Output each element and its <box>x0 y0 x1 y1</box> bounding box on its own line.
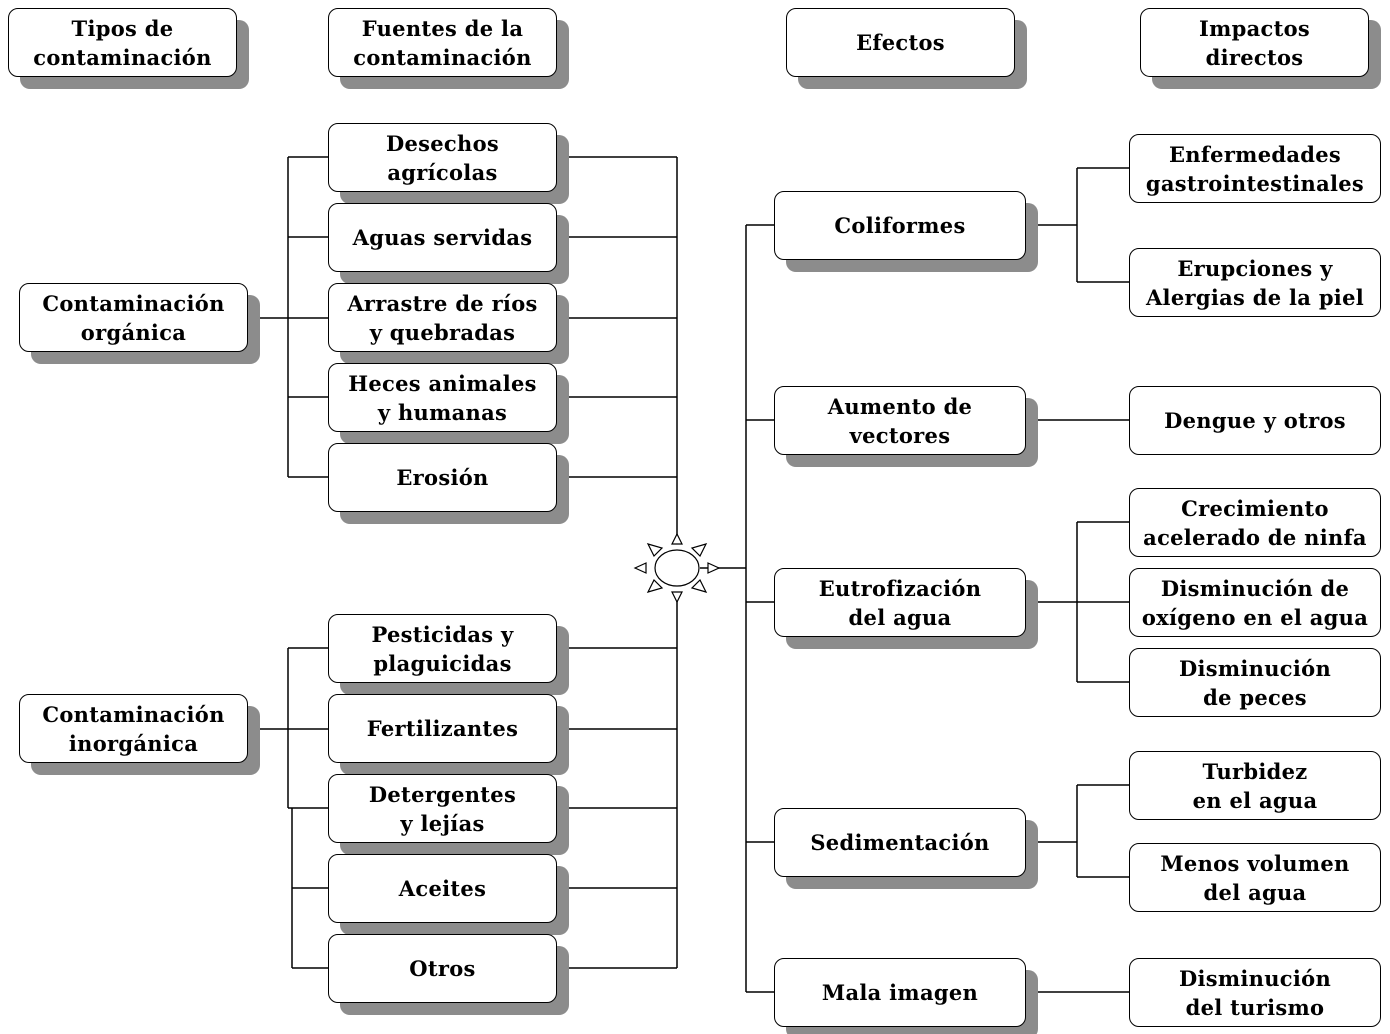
node-fuente-detergentes: Detergentes y lejías <box>328 774 557 843</box>
node-fuente-arrastre-rios: Arrastre de ríos y quebradas <box>328 283 557 352</box>
node-fuente-erosion: Erosión <box>328 443 557 512</box>
node-impacto-crecimiento-ninfa: Crecimiento acelerado de ninfa <box>1129 488 1381 557</box>
node-fuente-heces: Heces animales y humanas <box>328 363 557 432</box>
node-contaminacion-inorganica: Contaminación inorgánica <box>19 694 248 763</box>
node-efecto-mala-imagen: Mala imagen <box>774 958 1026 1027</box>
header-fuentes: Fuentes de la contaminación <box>328 8 557 77</box>
node-fuente-desechos-agricolas: Desechos agrícolas <box>328 123 557 192</box>
node-fuente-fertilizantes: Fertilizantes <box>328 694 557 763</box>
node-impacto-erupciones: Erupciones y Alergias de la piel <box>1129 248 1381 317</box>
node-efecto-coliformes: Coliformes <box>774 191 1026 260</box>
node-impacto-enfermedades: Enfermedades gastrointestinales <box>1129 134 1381 203</box>
node-contaminacion-organica: Contaminación orgánica <box>19 283 248 352</box>
node-impacto-disminucion-turismo: Disminución del turismo <box>1129 958 1381 1027</box>
node-fuente-aguas-servidas: Aguas servidas <box>328 203 557 272</box>
node-fuente-aceites: Aceites <box>328 854 557 923</box>
node-fuente-pesticidas: Pesticidas y plaguicidas <box>328 614 557 683</box>
node-impacto-disminucion-peces: Disminución de peces <box>1129 648 1381 717</box>
node-efecto-sedimentacion: Sedimentación <box>774 808 1026 877</box>
header-tipos: Tipos de contaminación <box>8 8 237 77</box>
node-efecto-eutrofizacion: Eutrofización del agua <box>774 568 1026 637</box>
node-efecto-aumento-vectores: Aumento de vectores <box>774 386 1026 455</box>
node-impacto-disminucion-oxigeno: Disminución de oxígeno en el agua <box>1129 568 1381 637</box>
node-impacto-turbidez: Turbidez en el agua <box>1129 751 1381 820</box>
sun-icon <box>633 532 721 604</box>
node-fuente-otros: Otros <box>328 934 557 1003</box>
node-impacto-menos-volumen: Menos volumen del agua <box>1129 843 1381 912</box>
header-efectos: Efectos <box>786 8 1015 77</box>
node-impacto-dengue: Dengue y otros <box>1129 386 1381 455</box>
header-impactos: Impactos directos <box>1140 8 1369 77</box>
